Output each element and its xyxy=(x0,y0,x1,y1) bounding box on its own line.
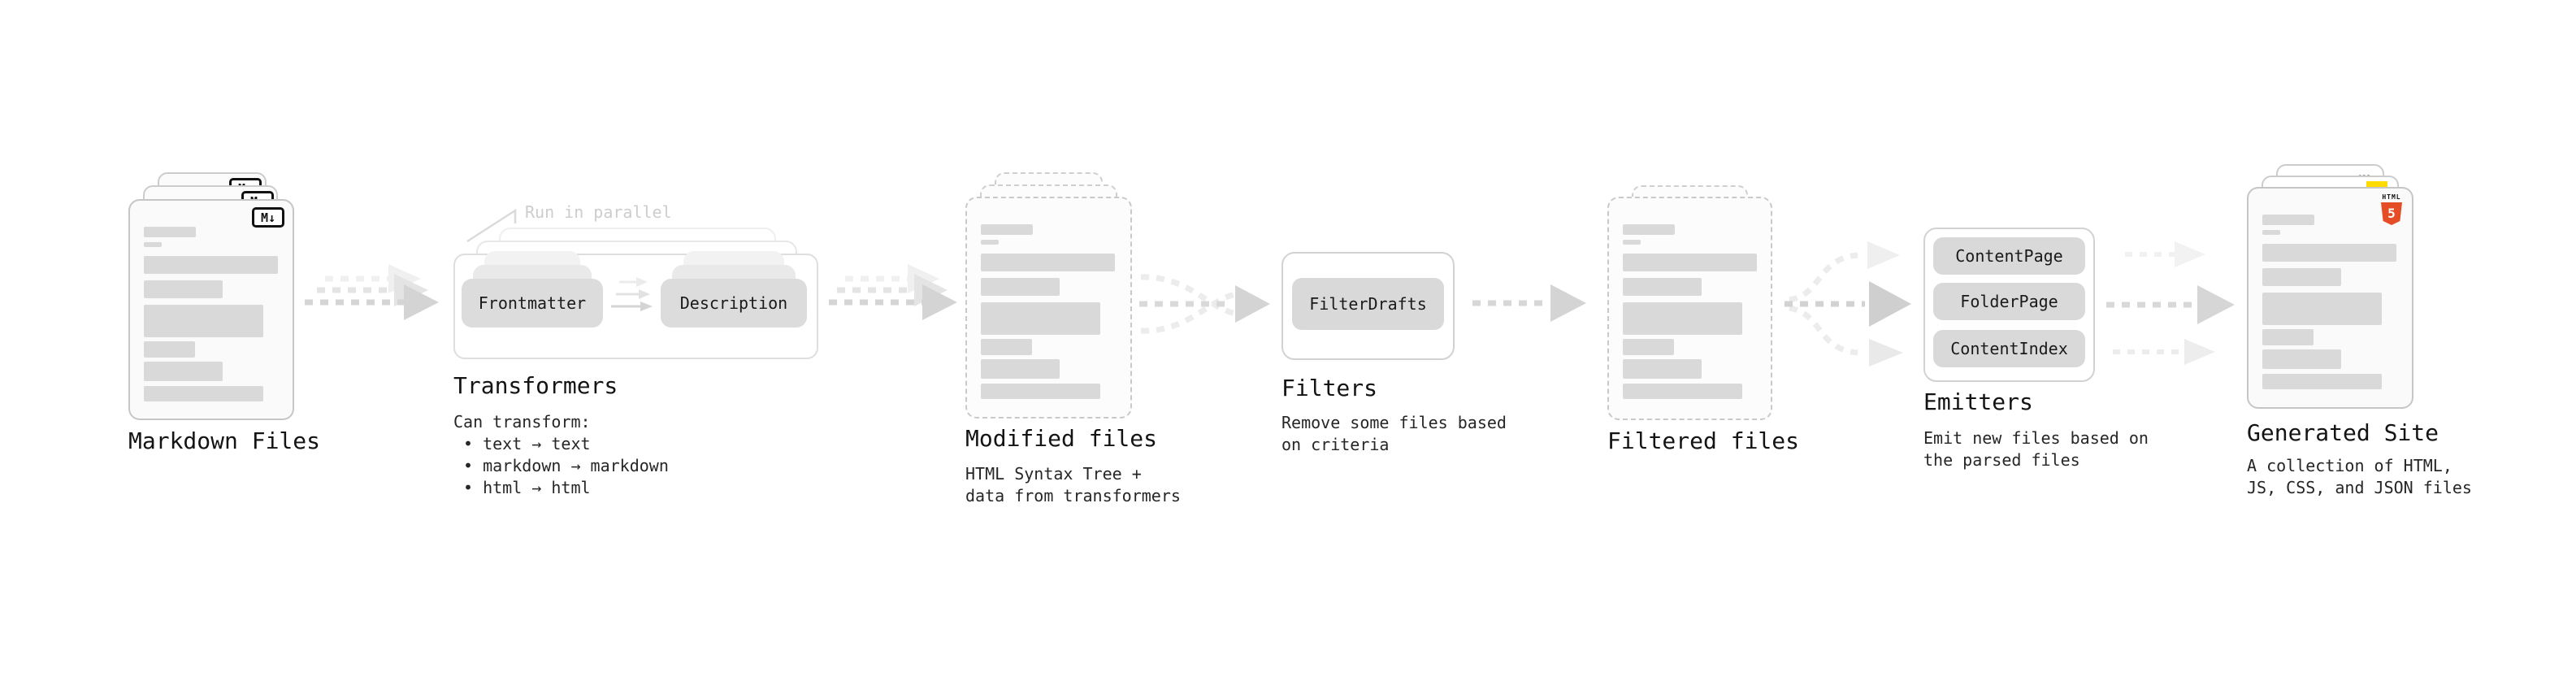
bullet-item: • markdown → markdown xyxy=(463,456,669,475)
placeholder-bar xyxy=(144,242,162,247)
transformers-heading: Transformers xyxy=(453,372,618,399)
placeholder-bar xyxy=(144,362,223,381)
doc-placeholder-lines xyxy=(1623,224,1757,399)
filters-heading: Filters xyxy=(1281,375,1378,401)
file-card: M↓ xyxy=(128,199,294,420)
transformers-description: Can transform: xyxy=(453,412,591,432)
placeholder-bar xyxy=(144,227,196,237)
placeholder-bar xyxy=(144,280,223,298)
filters-description: Remove some files based on criteria xyxy=(1281,413,1507,454)
emitter-pill-folderpage: FolderPage xyxy=(1933,283,2085,320)
transformer-pill-frontmatter: Frontmatter xyxy=(462,279,603,327)
placeholder-bar xyxy=(1623,240,1641,245)
generated-site-description: A collection of HTML, JS, CSS, and JSON … xyxy=(2247,456,2472,497)
file-card xyxy=(965,197,1132,419)
file-card xyxy=(1607,197,1772,420)
emitters-heading: Emitters xyxy=(1923,388,2033,415)
placeholder-bar xyxy=(981,359,1060,379)
placeholder-bar xyxy=(981,302,1100,335)
arrow-filtered-to-emitters xyxy=(1785,241,1911,367)
placeholder-bar xyxy=(981,254,1115,271)
emitters-description: Emit new files based on the parsed files xyxy=(1923,428,2149,470)
placeholder-bar xyxy=(2262,374,2382,389)
placeholder-bar xyxy=(1623,278,1702,296)
html5-icon-number: 5 xyxy=(2387,206,2396,221)
bullet-item: • text → text xyxy=(463,434,591,453)
placeholder-bar xyxy=(1623,384,1742,399)
placeholder-bar xyxy=(1623,359,1702,379)
placeholder-bar xyxy=(1623,302,1742,335)
placeholder-bar xyxy=(144,341,195,358)
generated-site-label: Generated Site xyxy=(2247,419,2439,446)
emitter-pill-contentindex: ContentIndex xyxy=(1933,330,2085,367)
placeholder-bar xyxy=(981,384,1100,399)
placeholder-bar xyxy=(981,240,999,245)
filtered-files-label: Filtered files xyxy=(1607,427,1800,454)
placeholder-bar xyxy=(2262,215,2314,225)
markdown-icon: M↓ xyxy=(252,207,284,228)
placeholder-bar xyxy=(981,224,1033,235)
arrow-transformers-to-modified xyxy=(829,264,957,320)
modified-files-description: HTML Syntax Tree + data from transformer… xyxy=(965,464,1181,505)
placeholder-bar xyxy=(981,278,1060,296)
emitter-pill-contentpage: ContentPage xyxy=(1933,237,2085,275)
filter-pill-filterdrafts: FilterDrafts xyxy=(1292,278,1444,330)
doc-placeholder-lines xyxy=(981,224,1115,399)
placeholder-bar xyxy=(144,305,263,337)
transformer-pill-description: Description xyxy=(661,279,807,327)
transformers-bullet-list: • text → text • markdown → markdown • ht… xyxy=(463,433,669,499)
arrow-modified-to-filters xyxy=(1139,274,1270,334)
run-in-parallel-annotation: Run in parallel xyxy=(525,202,672,222)
html5-icon-label: HTML xyxy=(2382,193,2401,201)
placeholder-bar xyxy=(981,339,1032,355)
doc-placeholder-lines xyxy=(2262,215,2396,389)
arrow-filters-to-filtered xyxy=(1472,284,1586,322)
markdown-files-label: Markdown Files xyxy=(128,427,321,454)
placeholder-bar xyxy=(144,256,278,274)
placeholder-bar xyxy=(2262,293,2382,325)
doc-placeholder-lines xyxy=(144,227,278,401)
arrow-emitters-to-generated xyxy=(2106,241,2235,365)
html5-icon-shield: 5 xyxy=(2381,202,2402,225)
placeholder-bar xyxy=(2262,349,2341,369)
placeholder-bar xyxy=(2262,329,2314,345)
placeholder-bar xyxy=(144,386,263,401)
bullet-item: • html → html xyxy=(463,478,591,497)
placeholder-bar xyxy=(2262,244,2396,262)
placeholder-bar xyxy=(2262,230,2280,235)
placeholder-bar xyxy=(1623,339,1674,355)
placeholder-bar xyxy=(2262,268,2341,286)
placeholder-bar xyxy=(1623,224,1675,235)
file-card: HTML 5 xyxy=(2247,187,2413,409)
html5-icon: HTML 5 xyxy=(2378,193,2405,225)
modified-files-label: Modified files xyxy=(965,425,1158,452)
placeholder-bar xyxy=(1623,254,1757,271)
arrow-markdown-to-transformers xyxy=(305,264,439,320)
